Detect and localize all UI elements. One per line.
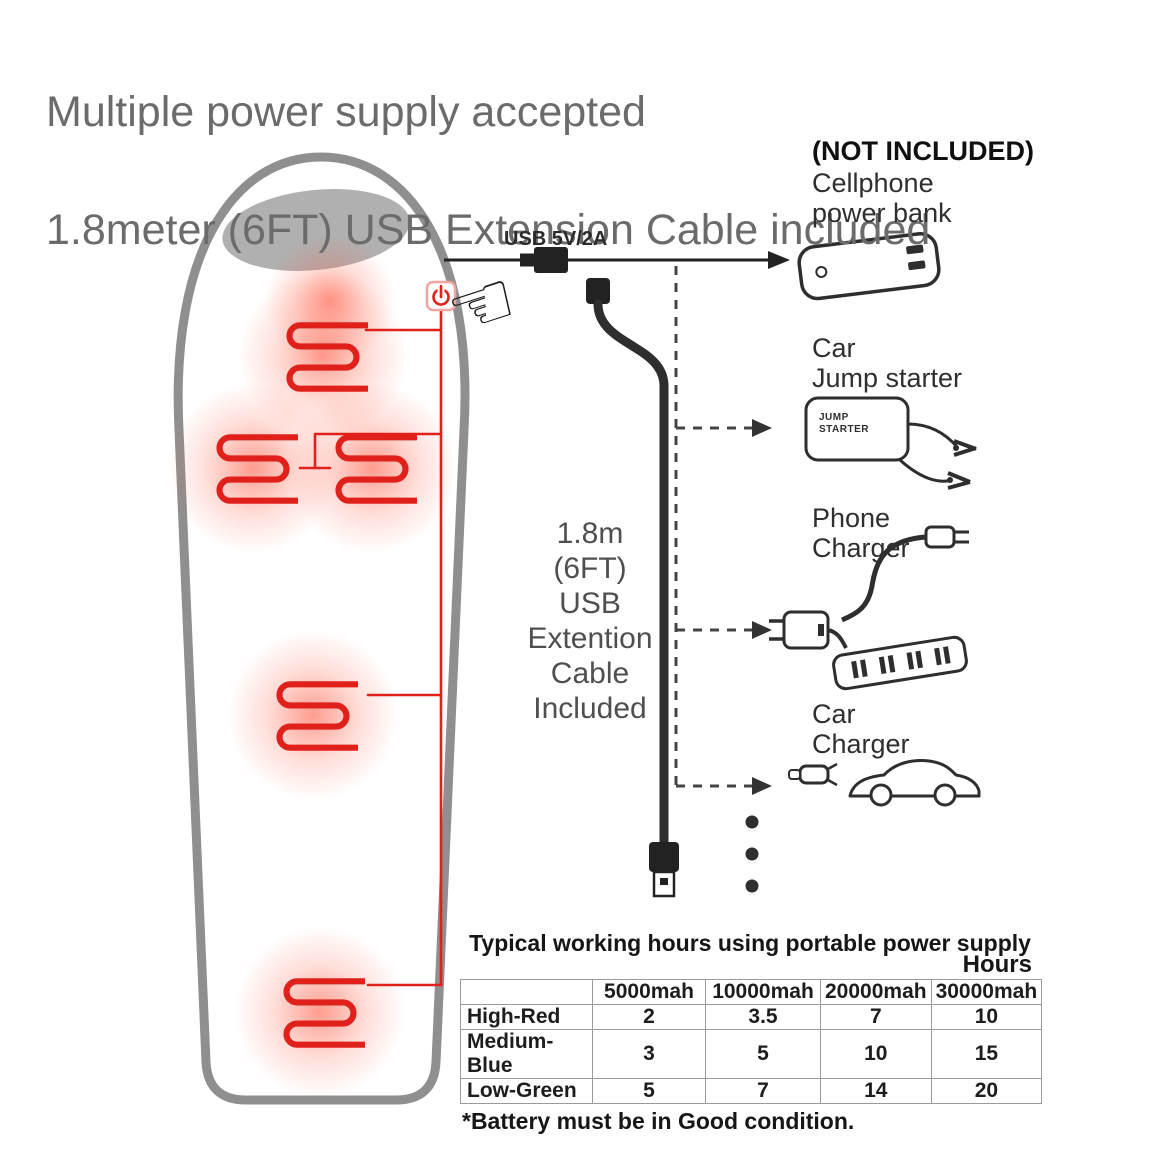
hours-unit-label: Hours [962, 951, 1032, 978]
footnote-1: *Battery must be in Good condition. [462, 1108, 855, 1134]
title-line-2: 1.8meter (6FT) USB Extension Cable inclu… [46, 206, 931, 254]
title-line-1: Multiple power supply accepted [46, 88, 646, 136]
working-hours-table: 5000mah 10000mah 20000mah 30000mah High-… [460, 979, 1043, 1104]
dashed-connectors [674, 266, 752, 788]
row-label: Medium-Blue [460, 1029, 593, 1079]
table-row: Medium-Blue 3 5 10 15 [460, 1029, 1043, 1079]
column-header: 5000mah [592, 979, 706, 1005]
car-charger-label: Car Charger [812, 699, 910, 759]
usb-power-line [444, 247, 790, 273]
column-header: 20000mah [820, 979, 932, 1005]
dashed-arrowheads [752, 419, 772, 795]
jump-starter-box-text: JUMP STARTER [819, 412, 869, 435]
table-row: Low-Green 5 7 14 20 [460, 1078, 1043, 1104]
power-button-icon [425, 280, 457, 312]
page-title: Multiple power supply accepted 1.8meter … [46, 24, 930, 319]
table-cell: 15 [930, 1029, 1043, 1079]
phone-charger-label: Phone Charger [812, 503, 910, 563]
table-corner-cell [460, 979, 593, 1005]
phone-charger-icon [769, 525, 969, 691]
table-cell: 14 [820, 1078, 932, 1104]
table-cell: 3.5 [705, 1004, 821, 1030]
table-row: High-Red 2 3.5 7 10 [460, 1004, 1043, 1030]
row-label: High-Red [460, 1004, 593, 1030]
column-header: 30000mah [930, 979, 1043, 1005]
arrow-to-power-bank [768, 251, 790, 269]
table-cell: 10 [930, 1004, 1043, 1030]
table-cell: 2 [592, 1004, 706, 1030]
column-header: 10000mah [705, 979, 821, 1005]
jump-starter-label: Car Jump starter [812, 333, 963, 393]
power-bank-icon [797, 231, 941, 301]
table-cell: 7 [820, 1004, 932, 1030]
car-icon [848, 759, 981, 807]
table-cell: 3 [592, 1029, 706, 1079]
jump-starter-icon [804, 396, 977, 490]
table-cell: 7 [705, 1078, 821, 1104]
extension-cable [586, 278, 679, 898]
extension-cable-note: 1.8m (6FT) USB Extention Cable Included [527, 517, 653, 725]
row-label: Low-Green [460, 1078, 593, 1104]
table-cell: 20 [930, 1078, 1043, 1104]
ellipsis-dots [745, 815, 759, 893]
car-charger-icon [788, 759, 981, 807]
usb-connector-icon [649, 842, 679, 898]
not-included-label: (NOT INCLUDED) [812, 136, 1034, 166]
power-bank-label: Cellphone power bank [812, 168, 952, 228]
heating-wiring [298, 308, 443, 987]
table-header-row: 5000mah 10000mah 20000mah 30000mah [460, 979, 1043, 1005]
usb-spec-label: USB 5V/2A [504, 228, 608, 250]
table-caption-line-1: Typical working hours using portable pow… [469, 930, 1031, 956]
table-cell: 5 [705, 1029, 821, 1079]
heat-glow-areas [168, 235, 457, 1097]
table-cell: 10 [820, 1029, 932, 1079]
usb-plug-icon [520, 247, 568, 273]
footnotes: *Battery must be in Good condition. **Ba… [462, 1079, 854, 1164]
